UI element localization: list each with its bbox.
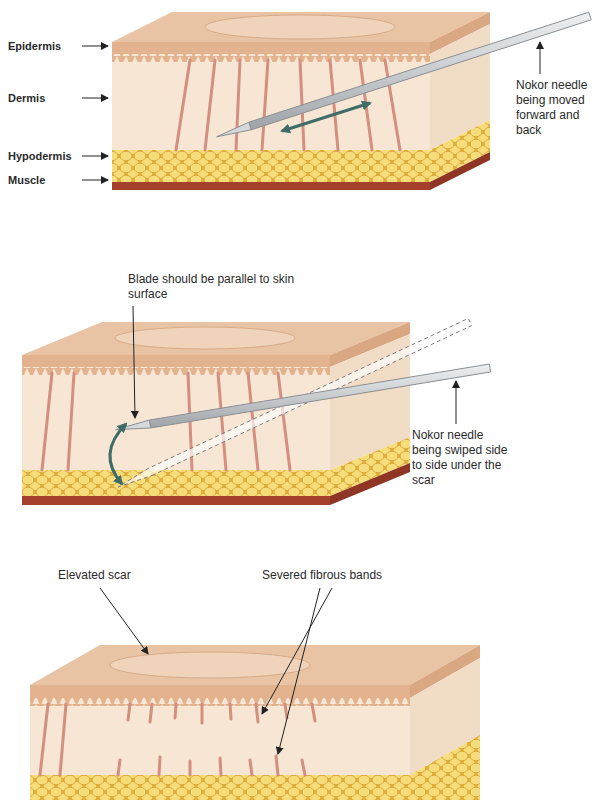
skin-top: [30, 645, 480, 685]
hypodermis-layer: [22, 470, 330, 496]
rete-ridges: [112, 54, 430, 62]
fibrous-band: [236, 60, 240, 150]
muscle-layer: [112, 182, 430, 190]
epidermis-layer: [22, 355, 330, 367]
severed-band: [118, 760, 120, 775]
fibrous-band: [60, 704, 66, 775]
severed-band: [175, 704, 176, 718]
leader-line: [82, 46, 108, 47]
hypodermis-layer: [30, 775, 410, 800]
layer-label: Epidermis: [8, 40, 61, 53]
severed-band: [250, 760, 252, 775]
epidermis-layer: [30, 685, 410, 698]
leader-line: [278, 588, 320, 754]
hypodermis-layer: [112, 150, 430, 182]
severed-band: [256, 704, 258, 722]
needle-shaft: [149, 364, 490, 428]
callout-note: Nokor needle being swiped side to side u…: [412, 428, 512, 488]
swipe-arrow: [110, 424, 126, 484]
epidermis-layer: [112, 42, 430, 54]
leader-line: [100, 588, 148, 654]
leader-line: [262, 588, 332, 714]
severed-band: [302, 760, 305, 775]
rete-ridges: [22, 367, 330, 375]
fibrous-band: [218, 373, 226, 470]
part-label: Severed fibrous bands: [262, 568, 422, 583]
fibrous-band: [262, 60, 268, 150]
severed-band: [189, 761, 192, 775]
fibrous-band: [68, 373, 74, 470]
severed-band: [312, 704, 315, 721]
panel3-leaders: [100, 588, 332, 754]
motion-arrow: [282, 103, 370, 131]
layer-label: Dermis: [8, 92, 45, 105]
severed-band: [128, 704, 130, 720]
severed-band: [276, 756, 278, 775]
severed-band: [230, 704, 231, 719]
leader-line: [456, 381, 457, 424]
severed-band: [285, 704, 287, 718]
scar: [110, 652, 310, 678]
scar: [205, 15, 395, 39]
leader-line: [82, 180, 108, 181]
fibrous-band: [42, 373, 52, 470]
side-muscle: [330, 463, 410, 505]
side-muscle: [430, 152, 490, 190]
fibrous-band: [330, 60, 338, 150]
needle-blade: [217, 122, 252, 137]
severed-band: [220, 758, 221, 775]
panel2-leaders: [133, 306, 456, 424]
fibrous-bands: [176, 60, 400, 150]
layer-label: Muscle: [8, 174, 45, 187]
fibrous-band: [176, 60, 190, 150]
scar: [115, 327, 295, 349]
nokor-needle: [116, 364, 491, 430]
part-label: Elevated scar: [58, 568, 178, 583]
skin-top: [112, 12, 490, 42]
fibrous-band: [278, 373, 290, 470]
callout-note: Blade should be parallel to skin surface: [128, 272, 300, 302]
leader-line: [540, 42, 541, 74]
fibrous-bands: [40, 704, 315, 775]
leader-line: [82, 156, 108, 157]
dermis-layer: [30, 698, 410, 775]
fibrous-band: [40, 704, 48, 775]
severed-band: [201, 704, 204, 723]
layer-label: Hypodermis: [8, 150, 72, 163]
skin-block-3: [30, 645, 480, 800]
leader-line: [82, 98, 108, 99]
severed-band: [159, 757, 160, 775]
leader-line: [133, 306, 135, 418]
side-hypodermis: [410, 735, 480, 800]
severed-band: [150, 704, 152, 722]
dermis-layer: [112, 54, 430, 150]
layer-leaders: [82, 42, 540, 180]
fibrous-band: [205, 60, 215, 150]
callout-note: Nokor needle being moved forward and bac…: [516, 78, 596, 138]
muscle-layer: [22, 496, 330, 505]
rete-ridges: [30, 698, 410, 706]
